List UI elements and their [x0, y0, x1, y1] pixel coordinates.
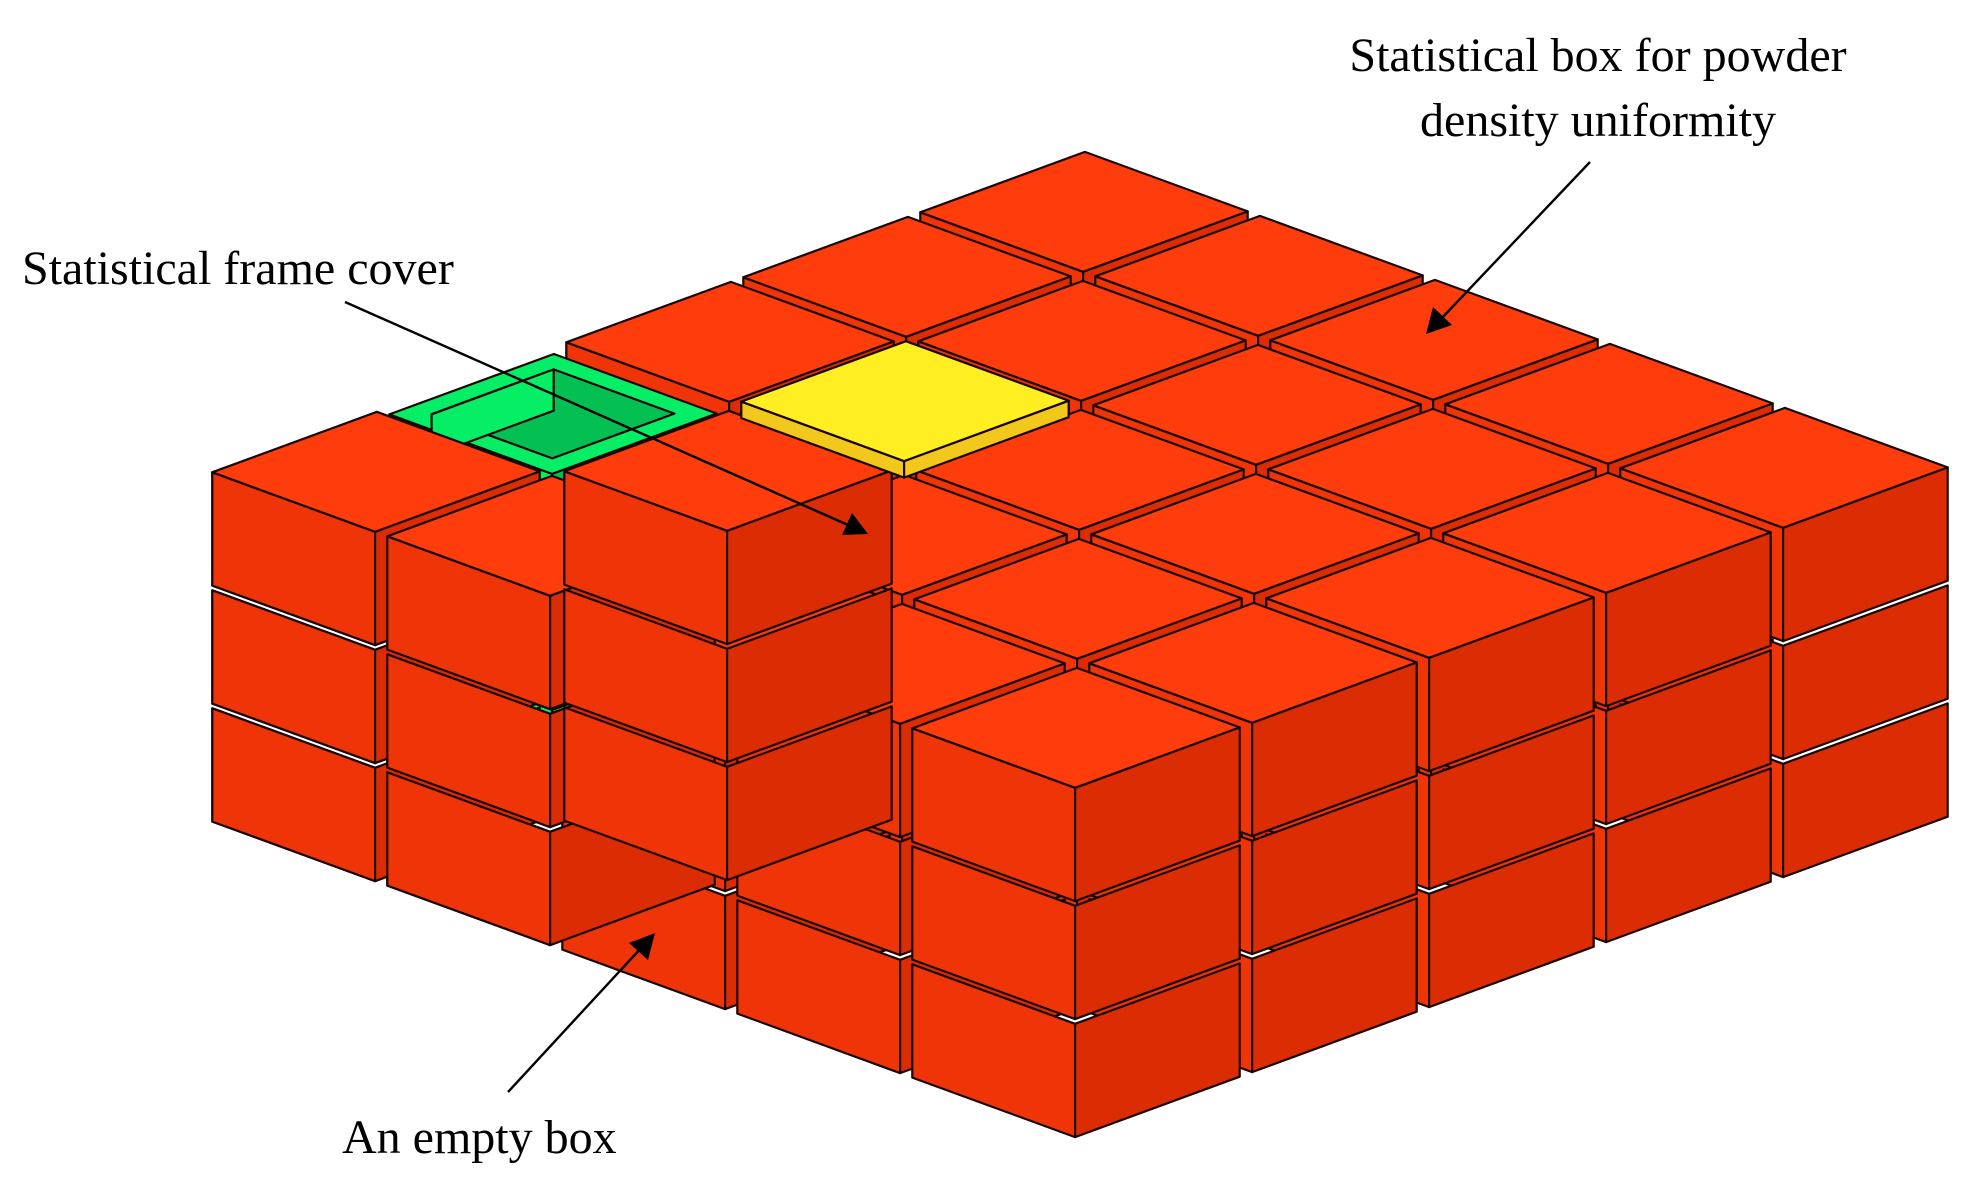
box-top-face [742, 215, 1072, 338]
box-label-line1: Statistical box for powder [1349, 29, 1846, 82]
callout-box-label: Statistical box for powder density unifo… [1349, 29, 1847, 334]
box-side-face [1250, 897, 1418, 1074]
box-top-face [1094, 214, 1424, 337]
frame-cover-top [740, 340, 1070, 463]
empty-label: An empty box [342, 1111, 617, 1164]
box-cell-front [563, 705, 893, 882]
cover-label-leader [344, 300, 849, 527]
box-top-face [565, 280, 895, 403]
box-top-face [1267, 407, 1597, 530]
box-top-face [1092, 343, 1422, 466]
empty-label-leader [507, 946, 643, 1093]
box-side-face [725, 705, 893, 882]
frame-cover [740, 340, 1070, 479]
box-top-face [1444, 342, 1774, 465]
box-top-face [211, 410, 541, 533]
box-cell-front [563, 587, 893, 764]
box-cell [911, 666, 1241, 903]
box-side-face [1250, 779, 1418, 956]
box-top-face [913, 537, 1243, 660]
box-top-face [1269, 278, 1599, 401]
box-top-face [919, 150, 1249, 273]
box-label-leader [1439, 161, 1591, 321]
box-side-face [1073, 844, 1241, 1021]
callout-cover-label: Statistical frame cover [22, 242, 868, 535]
box-cell [911, 962, 1241, 1139]
box-side-face [1604, 649, 1772, 826]
empty-label-arrowhead [629, 933, 655, 960]
box-side-face [1781, 584, 1949, 761]
box-top-face [1265, 536, 1595, 659]
box-top-face [1088, 601, 1418, 724]
box-label-line2: density uniformity [1420, 94, 1776, 147]
box-cell [911, 844, 1241, 1021]
cover-label: Statistical frame cover [22, 242, 454, 295]
box-top-face [1442, 471, 1772, 594]
box-side-face [1427, 832, 1595, 1009]
box-top-face [1619, 406, 1949, 529]
box-side-face [1604, 767, 1772, 944]
callout-empty-label: An empty box [342, 933, 655, 1164]
box-top-face [917, 279, 1247, 402]
cover-label-arrowhead [842, 513, 868, 535]
box-label-arrowhead [1426, 307, 1452, 334]
box-side-face [1427, 714, 1595, 891]
box-side-face [1781, 702, 1949, 879]
box-top-face [1090, 472, 1420, 595]
box-top-face [911, 666, 1241, 789]
box-side-face [1073, 962, 1241, 1139]
highlighted-parts [211, 340, 1070, 947]
box-side-face [725, 587, 893, 764]
